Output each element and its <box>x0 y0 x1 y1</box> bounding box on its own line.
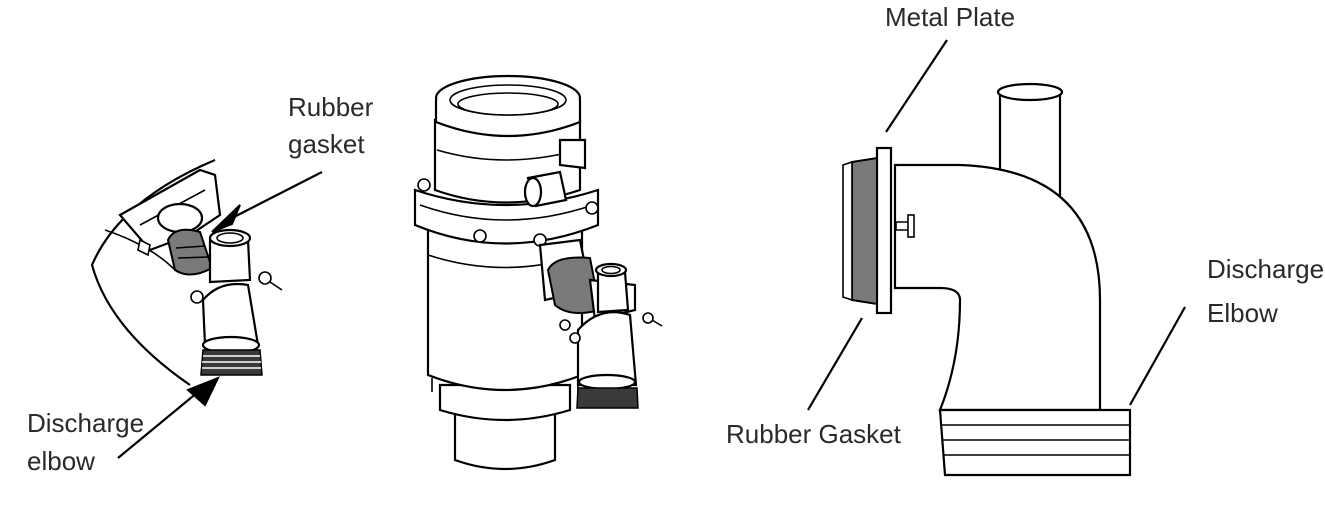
discharge-elbow-label-line1: Discharge <box>27 408 144 438</box>
rubber-gasket-leader <box>807 317 863 411</box>
discharge-elbow-right-label-line1: Discharge <box>1207 254 1324 284</box>
detail-inset <box>90 158 283 386</box>
rubber-gasket-label-line1: Rubber <box>288 92 374 122</box>
metal-plate-label: Metal Plate <box>885 2 1015 32</box>
discharge-elbow-label-line2: elbow <box>27 446 95 476</box>
discharge-elbow-arrow <box>117 376 221 459</box>
discharge-elbow-detail <box>842 82 1132 477</box>
discharge-elbow-leader <box>1129 306 1186 406</box>
discharge-elbow-right-label-line2: Elbow <box>1207 298 1278 328</box>
rubber-gasket-label-line2: gasket <box>288 129 365 159</box>
disposer-unit <box>413 74 663 471</box>
rubber-gasket-right-label: Rubber Gasket <box>726 419 902 449</box>
metal-plate-leader <box>885 39 948 133</box>
rubber-gasket-arrow <box>211 171 323 233</box>
